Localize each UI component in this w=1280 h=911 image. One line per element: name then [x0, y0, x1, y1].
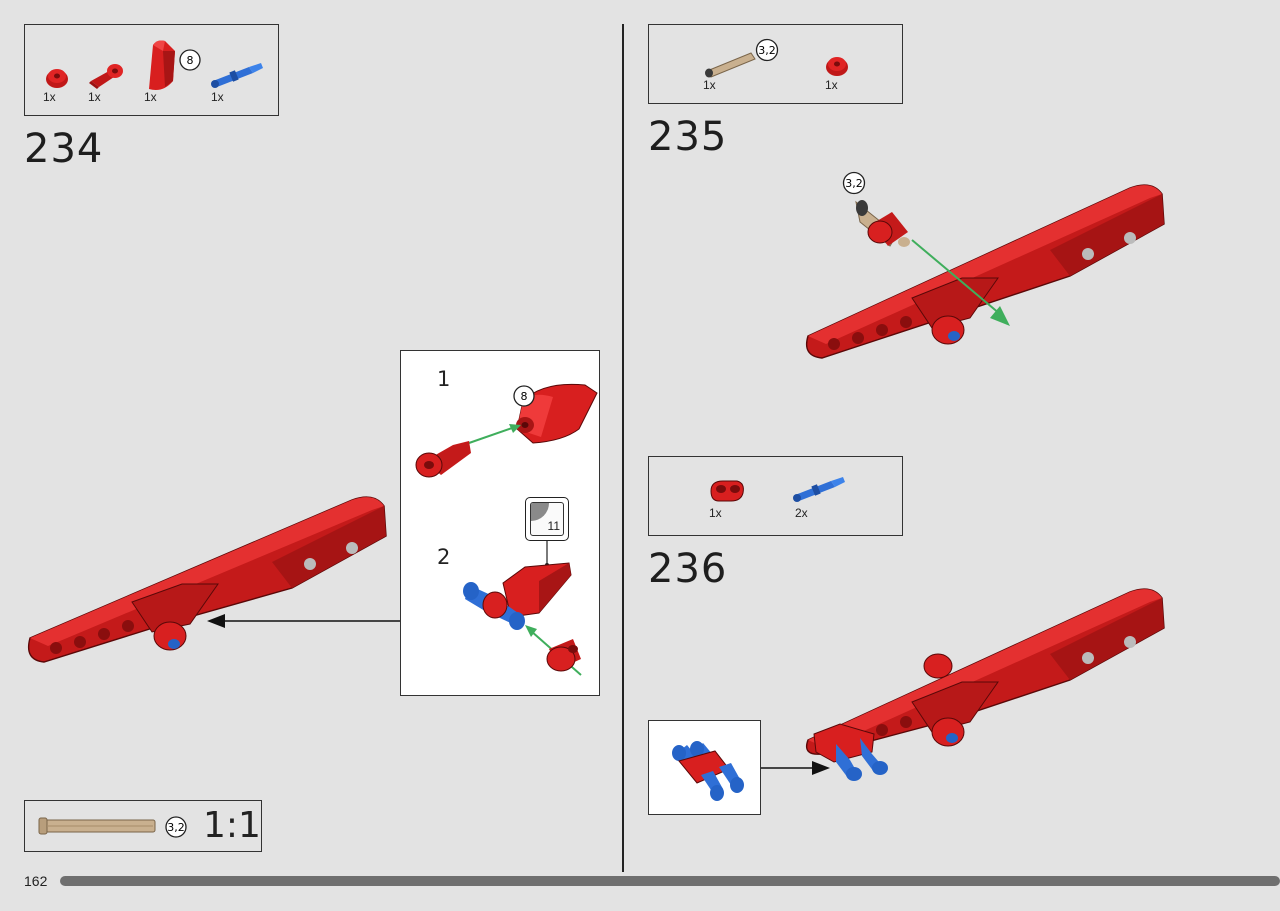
parts-list-234: 1x 1x 8 1x 1x — [24, 24, 279, 116]
sub-assembly-illustration — [672, 741, 744, 801]
part-qty: 1x — [43, 90, 56, 104]
placement-arrow — [760, 761, 830, 775]
tan-axle-icon — [705, 52, 756, 78]
callout-circle: 3,2 — [755, 38, 779, 62]
sub-assembly-box: 1 8 2 11 — [400, 350, 600, 696]
parts-list-235: 3,2 1x 1x — [648, 24, 903, 104]
callout-circle: 8 — [179, 49, 201, 71]
step-number-235: 235 — [648, 114, 728, 160]
sub-step-number: 2 — [437, 545, 451, 569]
scale-box: 3,2 1:1 — [24, 800, 262, 852]
red-bush-icon — [46, 69, 68, 88]
part-qty: 1x — [144, 90, 157, 104]
page-number: 162 — [24, 873, 48, 889]
assembly-illustration-234 — [27, 496, 387, 663]
parts-list-236: 1x 2x — [648, 456, 903, 536]
callout-circle: 8 — [513, 385, 535, 407]
assembly-illustration-235 — [805, 184, 1165, 359]
callout-number: 8 — [521, 390, 528, 403]
blue-axle-pin-icon — [211, 63, 263, 88]
sub-step-2-illustration — [463, 541, 582, 676]
sub-step-1-illustration — [415, 383, 598, 478]
step-number-236: 236 — [648, 546, 728, 592]
part-qty: 2x — [795, 506, 808, 520]
callout-number: 3,2 — [758, 44, 776, 57]
part-qty: 1x — [825, 78, 838, 92]
page-divider — [622, 24, 624, 872]
placement-arrow — [207, 614, 401, 628]
assembly-illustration-236 — [805, 588, 1165, 781]
sub-assembly-box-236 — [648, 720, 761, 815]
part-qty: 1x — [88, 90, 101, 104]
callout-circle: 3,2 — [165, 816, 187, 838]
callout-number: 3,2 — [845, 177, 863, 190]
scale-ratio: 1:1 — [203, 805, 261, 846]
progress-bar — [60, 876, 1280, 886]
red-panel-icon — [149, 40, 175, 90]
red-axle-connector-icon — [89, 64, 123, 89]
red-bush-icon — [826, 57, 848, 76]
callout-circle: 3,2 — [842, 171, 866, 195]
part-qty: 1x — [211, 90, 224, 104]
sticker-callout: 11 — [525, 497, 569, 541]
callout-number: 3,2 — [167, 821, 185, 834]
sub-step-number: 1 — [437, 367, 451, 391]
callout-number: 8 — [187, 54, 194, 67]
tan-axle-scale-icon — [38, 817, 156, 835]
part-qty: 1x — [709, 506, 722, 520]
part-qty: 1x — [703, 78, 716, 92]
blue-axle-pin-icon — [793, 477, 845, 502]
sticker-icon: 11 — [530, 502, 564, 536]
step-number-234: 234 — [24, 126, 104, 172]
sticker-number: 11 — [547, 519, 560, 533]
red-connector-icon — [710, 480, 744, 502]
